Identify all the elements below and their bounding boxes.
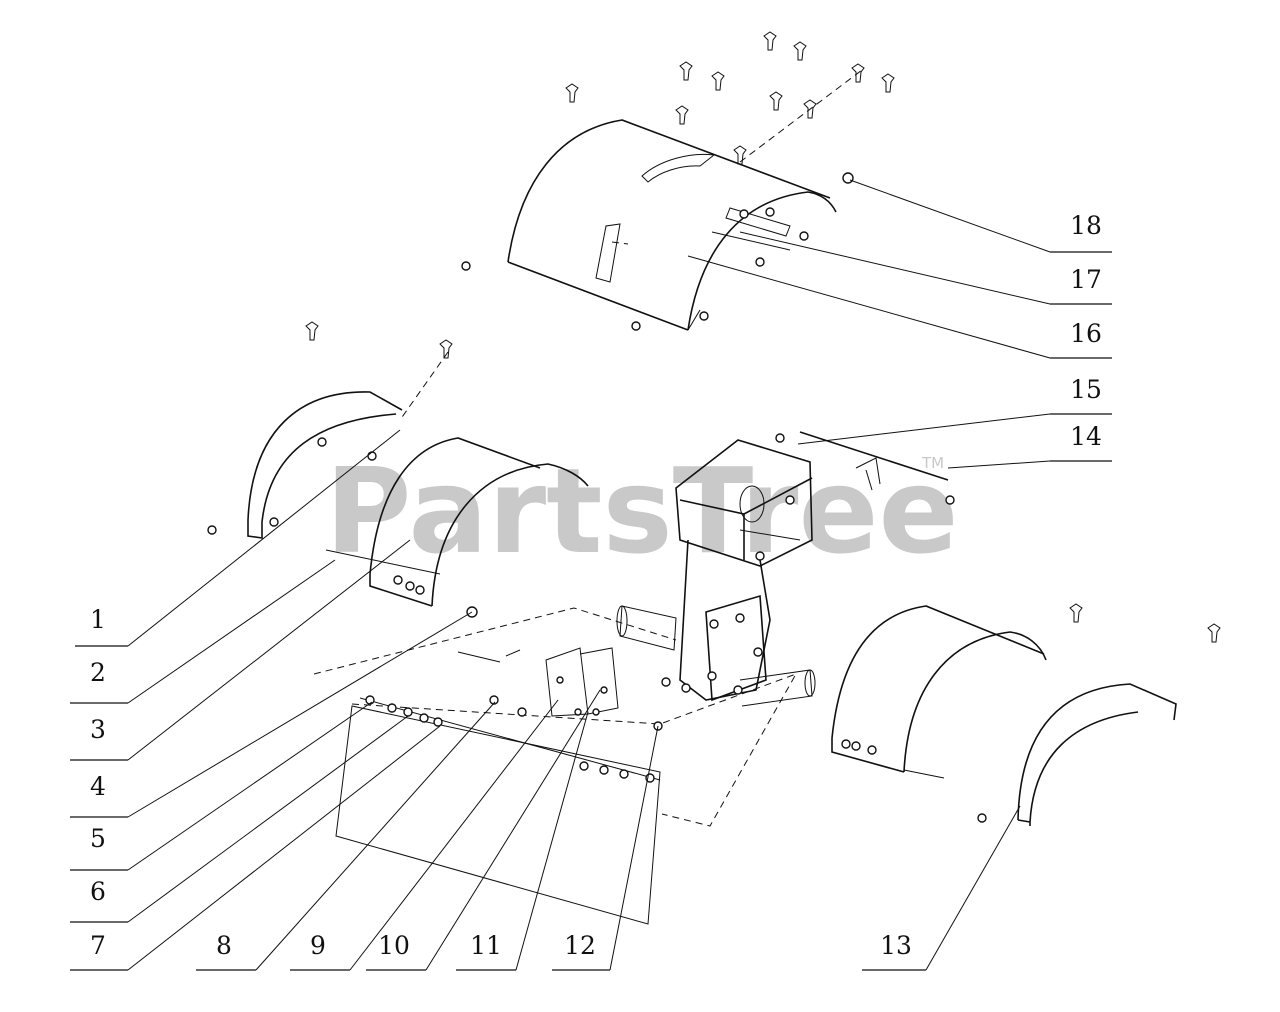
leader-line-11 bbox=[515, 711, 589, 971]
part-number-label: 17 bbox=[1070, 265, 1102, 294]
right-tine-shield bbox=[831, 605, 1047, 779]
part-number-label: 12 bbox=[564, 931, 596, 960]
tine-bar-assembly bbox=[313, 606, 798, 925]
part-number-label: 7 bbox=[90, 931, 106, 960]
leader-line-17 bbox=[739, 231, 1051, 305]
part-number-label: 14 bbox=[1070, 422, 1102, 451]
part-number-label: 18 bbox=[1070, 211, 1102, 240]
callout-18: 18 bbox=[849, 179, 1112, 253]
leader-line-5 bbox=[127, 701, 373, 871]
part-number-label: 11 bbox=[470, 931, 502, 960]
left-tine-shield bbox=[325, 437, 589, 607]
callout-17: 17 bbox=[739, 231, 1112, 305]
watermark-text: PartsTree bbox=[325, 442, 959, 580]
leader-line-18 bbox=[849, 179, 1051, 253]
part-number-label: 5 bbox=[90, 824, 106, 853]
callout-4: 4 bbox=[70, 611, 473, 818]
watermark-trademark: TM bbox=[921, 454, 944, 472]
leader-line-4 bbox=[127, 611, 473, 818]
callout-16: 16 bbox=[687, 255, 1112, 359]
leader-line-15 bbox=[797, 413, 1051, 445]
callout-2: 2 bbox=[70, 559, 336, 704]
part-number-label: 8 bbox=[216, 931, 232, 960]
leader-line-2 bbox=[127, 559, 336, 704]
callout-5: 5 bbox=[70, 701, 373, 871]
callout-12: 12 bbox=[552, 725, 659, 971]
leader-line-16 bbox=[687, 255, 1051, 359]
leader-line-7 bbox=[127, 725, 441, 971]
leader-line-1 bbox=[127, 429, 401, 647]
callout-15: 15 bbox=[797, 375, 1112, 445]
leader-line-6 bbox=[127, 715, 409, 923]
callout-9: 9 bbox=[290, 699, 559, 971]
left-outer-shield bbox=[247, 351, 449, 539]
part-number-label: 3 bbox=[90, 715, 106, 744]
callout-6: 6 bbox=[70, 715, 409, 923]
leader-line-12 bbox=[609, 725, 659, 971]
part-number-label: 15 bbox=[1070, 375, 1102, 404]
hinge-rod bbox=[711, 207, 809, 267]
callout-7: 7 bbox=[70, 725, 441, 971]
gearbox-housing bbox=[616, 433, 816, 707]
callout-3: 3 bbox=[70, 539, 411, 761]
drag-rod bbox=[799, 431, 955, 505]
leader-line-10 bbox=[425, 689, 601, 971]
part-number-label: 2 bbox=[90, 658, 106, 687]
part-number-label: 9 bbox=[310, 931, 326, 960]
callout-14: 14 bbox=[947, 422, 1112, 469]
leader-line-3 bbox=[127, 539, 411, 761]
part-number-label: 6 bbox=[90, 877, 106, 906]
part-number-label: 13 bbox=[880, 931, 912, 960]
callout-10: 10 bbox=[366, 689, 601, 971]
part-number-label: 1 bbox=[90, 605, 106, 634]
leader-line-9 bbox=[349, 699, 559, 971]
part-number-label: 4 bbox=[90, 772, 106, 801]
part-number-label: 10 bbox=[378, 931, 410, 960]
callout-1: 1 bbox=[75, 429, 401, 647]
leader-line-14 bbox=[947, 460, 1051, 469]
callout-13: 13 bbox=[862, 805, 1021, 971]
rear-tine-cover bbox=[507, 69, 863, 331]
leader-line-13 bbox=[925, 805, 1021, 971]
callout-8: 8 bbox=[196, 701, 496, 971]
mount-brackets bbox=[545, 647, 619, 717]
part-number-label: 16 bbox=[1070, 319, 1102, 348]
right-outer-shield bbox=[977, 683, 1177, 826]
leader-line-8 bbox=[255, 701, 496, 971]
callout-11: 11 bbox=[456, 711, 589, 971]
